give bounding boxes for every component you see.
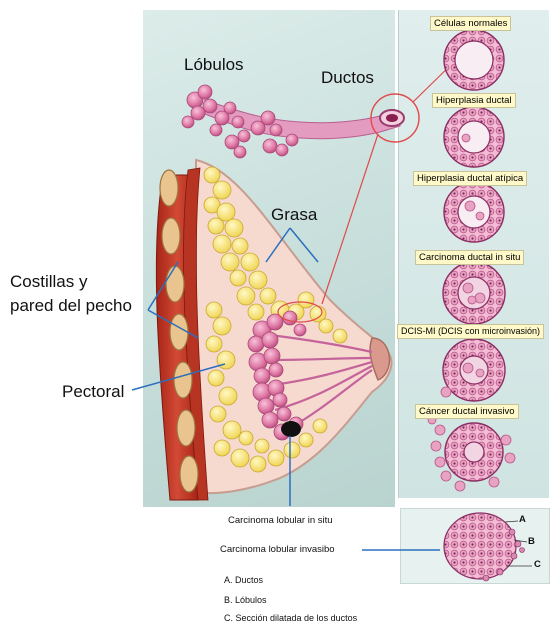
- marker-c: C: [534, 559, 541, 570]
- stage-label-invasive: Cáncer ductal invasivo: [415, 404, 519, 419]
- legend-item-c: C. Sección dilatada de los ductos: [224, 613, 357, 623]
- stage-ring-invasive: [428, 416, 515, 491]
- label-grasa: Grasa: [271, 205, 317, 225]
- stage-ring-hyperplasia: [444, 107, 504, 167]
- stage-ring-normal: [444, 30, 504, 90]
- stage-label-normal: Células normales: [430, 16, 511, 31]
- stage-ring-dcis-mi: [441, 339, 505, 401]
- legend-item-a: A. Ductos: [224, 575, 263, 585]
- stage-label-hyperplasia: Hiperplasia ductal: [432, 93, 516, 108]
- marker-b: B: [528, 536, 535, 547]
- label-carcinoma-lobular-invasivo: Carcinoma lobular invasibo: [220, 544, 335, 555]
- stage-label-dcis-mi: DCIS-MI (DCIS con microinvasión): [397, 324, 544, 339]
- tumor-marker: [281, 421, 301, 437]
- legend-item-b: B. Lóbulos: [224, 595, 267, 605]
- stage-label-dcis: Carcinoma ductal in situ: [415, 250, 524, 265]
- stage-ring-atypical: [444, 182, 504, 242]
- label-costillas-line2: pared del pecho: [10, 296, 132, 316]
- label-carcinoma-lobular-in-situ: Carcinoma lobular in situ: [228, 515, 333, 526]
- stage-label-atypical: Hiperplasia ductal atípica: [413, 171, 527, 186]
- label-ductos: Ductos: [321, 68, 374, 88]
- label-lobulos: Lóbulos: [184, 55, 244, 75]
- label-pectoral: Pectoral: [62, 382, 124, 402]
- marker-a: A: [519, 514, 526, 525]
- label-costillas-line1: Costillas y: [10, 272, 87, 292]
- stage-ring-dcis: [443, 262, 505, 324]
